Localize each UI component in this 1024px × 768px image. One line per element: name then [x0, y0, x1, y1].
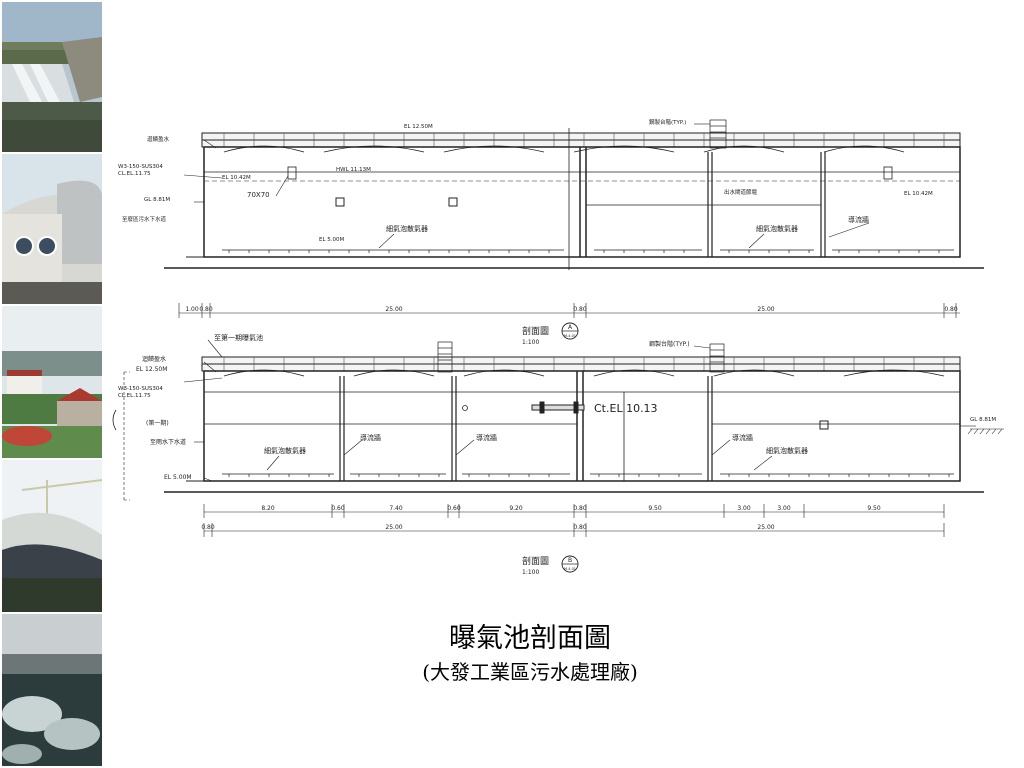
tank-outline-a: [203, 146, 961, 258]
slide-title: 曝氣池剖面圖: [449, 623, 611, 654]
section-a-title: 剖面圖: [522, 325, 549, 337]
dim-a-2: 25.00: [385, 306, 402, 313]
dimension-line-b-bottom: [203, 523, 945, 537]
label-el-bottom-b: EL 5.00M: [164, 474, 192, 481]
label-pipe-el-b: CL.EL.11.75: [118, 393, 151, 399]
plant-aerial-photo: [2, 306, 102, 458]
label-pipe-spec-a: W3-150-SUS304: [118, 164, 163, 170]
label-railing-b: 鋼製台階(TYP.): [649, 340, 690, 348]
label-diffuser-b1: 細氣泡散氣器: [264, 446, 306, 455]
label-diffuser-a2: 細氣泡散氣器: [756, 224, 798, 233]
label-el-bottom-a: EL 5.00M: [319, 237, 345, 243]
label-el-top-b: EL 12.50M: [136, 366, 167, 373]
dim-b-bottom-3: 25.00: [757, 524, 774, 531]
dim-a-3: 0.80: [573, 306, 587, 313]
section-b-marker-sub: M-4.01: [564, 567, 576, 571]
dim-a-1: 0.80: [199, 306, 213, 313]
dim-a-4: 25.00: [757, 306, 774, 313]
diffusers-b: [222, 473, 954, 477]
label-to-sewer: 至廢區污水下水道: [122, 215, 167, 223]
section-a-scale: 1:100: [522, 339, 539, 346]
label-ct-el: Ct.EL 10.13: [594, 402, 658, 415]
label-baffle-b1: 導流牆: [360, 433, 381, 442]
section-b-marker: B: [568, 557, 572, 564]
construction-crane-photo: [2, 460, 102, 612]
label-railing-a: 鋼製台階(TYP.): [649, 118, 686, 126]
stair-a: [709, 119, 727, 149]
dim-b-top-5: 0.80: [573, 505, 587, 512]
label-to-phase1: 至第一期曝氣池: [214, 333, 263, 342]
section-a-marker: A: [568, 324, 573, 331]
dim-b-top-4: 9.20: [509, 505, 523, 512]
dim-b-top-7: 3.00: [737, 505, 751, 512]
label-baffle-a: 導流牆: [848, 215, 869, 224]
section-b-title: 剖面圖: [522, 555, 549, 567]
section-b-scale: 1:100: [522, 569, 539, 576]
label-overflow-b: 迴饋盈水: [142, 355, 166, 363]
diffusers-a: [222, 249, 954, 253]
label-hwl-a: HWL 11.13M: [336, 167, 371, 173]
pipe-ct-el: [531, 401, 585, 414]
label-gl-a: GL 8.81M: [144, 197, 170, 203]
dim-b-top-9: 9.50: [867, 505, 881, 512]
label-pipe-el-a: CL.EL.11.75: [118, 171, 151, 177]
dimension-line-b-top: [203, 504, 945, 518]
section-a-drawing: [164, 119, 984, 340]
label-phase1: (第一期): [146, 419, 169, 427]
stair-b: [437, 341, 725, 373]
aeration-water-photo: [2, 614, 102, 766]
dim-b-top-1: 0.60: [331, 505, 345, 512]
aeration-tank-section-drawing: EL 12.50M 鋼製台階(TYP.) 迴饋盈水 W3-150-SUS304 …: [112, 118, 1004, 576]
dome-building-photo: [2, 154, 102, 304]
label-opening: 70X70: [247, 191, 270, 199]
dimension-line-a: [178, 303, 960, 318]
section-b-drawing: [112, 339, 1004, 573]
dim-a-5: 0.80: [944, 306, 958, 313]
label-overflow-a: 迴饋盈水: [147, 135, 170, 143]
dim-b-bottom-0: 0.80: [201, 524, 215, 531]
label-diffuser-b2: 細氣泡散氣器: [766, 446, 808, 455]
label-baffle-b2: 導流牆: [476, 433, 497, 442]
dim-b-top-3: 0.60: [447, 505, 461, 512]
label-diffuser-a1: 細氣泡散氣器: [386, 224, 428, 233]
dim-b-bottom-2: 0.80: [573, 524, 587, 531]
label-to-rain: 至雨水下水道: [150, 438, 186, 446]
dim-a-0: 1.00: [185, 306, 199, 313]
slide-subtitle: (大發工業區污水處理廠): [422, 660, 638, 684]
label-baffle-b3: 導流牆: [732, 433, 753, 442]
section-a-marker-sub: M-4.01: [564, 334, 576, 338]
label-el-1042-left: EL 10.42M: [222, 175, 251, 181]
tank-outline-b: [203, 370, 961, 482]
dim-b-top-0: 8.20: [261, 505, 275, 512]
label-outlet: 出水閘道節堰: [724, 188, 758, 196]
label-el-top-a: EL 12.50M: [404, 124, 433, 130]
dim-b-bottom-1: 25.00: [385, 524, 402, 531]
label-gl-right-b: GL 8.81M: [970, 417, 996, 423]
dim-b-top-6: 9.50: [648, 505, 662, 512]
spillway-photo: [2, 2, 102, 152]
dim-b-top-8: 3.00: [777, 505, 791, 512]
label-el-1042-right: EL 10.42M: [904, 191, 933, 197]
label-pipe-spec-b: W3-150-SUS304: [118, 386, 163, 392]
photo-sidebar: [0, 0, 104, 768]
dim-b-top-2: 7.40: [389, 505, 403, 512]
